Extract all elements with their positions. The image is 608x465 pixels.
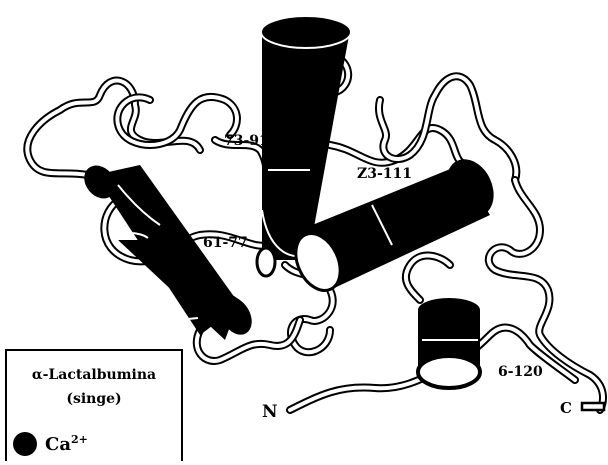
legend-subtitle: (singe) xyxy=(7,391,181,407)
calcium-label: Ca2+ xyxy=(45,433,88,455)
calcium-charge: 2+ xyxy=(71,433,88,446)
calcium-symbol: Ca xyxy=(45,434,71,455)
label-23-111: Z3-111 xyxy=(357,166,412,182)
legend-calcium: Ca2+ xyxy=(13,429,88,459)
calcium-ion-icon xyxy=(13,432,37,456)
label-c-terminus: C xyxy=(560,399,572,417)
legend-title: α-Lactalbumina xyxy=(7,367,181,383)
label-6-120: 6-120 xyxy=(498,364,543,380)
c-terminus-end xyxy=(582,403,604,410)
label-n-terminus: N xyxy=(262,402,278,422)
label-61-77: 61-77 xyxy=(203,235,248,251)
helix-end-cap xyxy=(257,248,275,276)
helix-6-120 xyxy=(418,298,480,388)
label-73-91: 73-91 xyxy=(224,133,269,149)
legend: α-Lactalbumina (singe) Ca2+ xyxy=(5,349,183,461)
